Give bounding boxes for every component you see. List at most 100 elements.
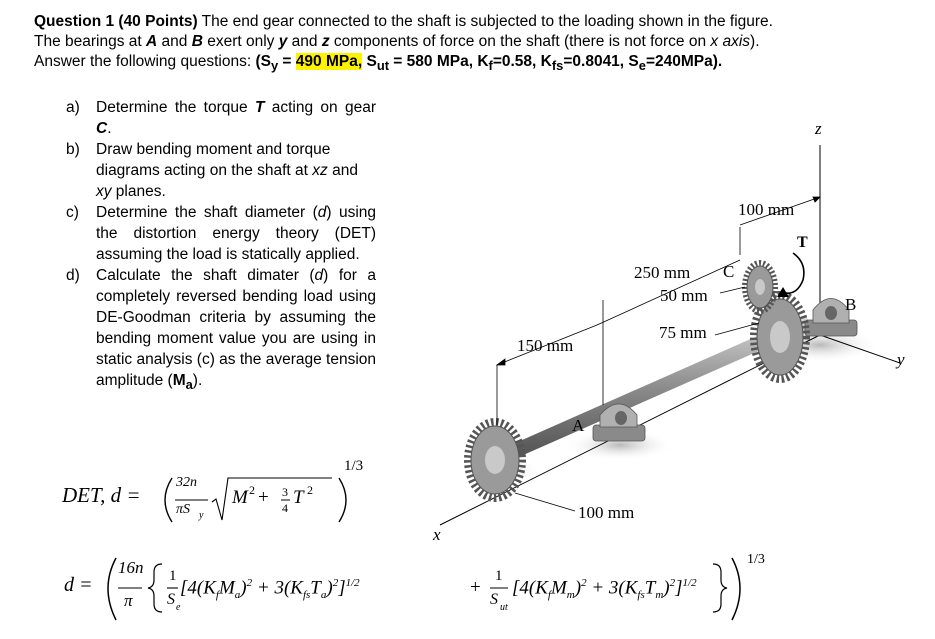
q-text: acting on gear (264, 99, 376, 116)
q-text: Determine the shaft diameter ( (96, 204, 318, 221)
t: f (547, 589, 551, 602)
det-lhs: DET, d = (62, 483, 141, 507)
header-text: Answer the following questions: (34, 53, 256, 70)
y-axis (819, 334, 901, 364)
sut-label: S (362, 53, 377, 70)
q-text: Calculate the shaft dimater ( (96, 267, 315, 284)
gm-one-1: 1 (169, 568, 177, 584)
torque-label: T (797, 234, 808, 251)
t: [4(K (180, 577, 216, 599)
t: m (566, 589, 575, 602)
shaft (495, 315, 813, 464)
q-text: T (254, 99, 265, 116)
gm-se: S (167, 591, 175, 608)
det-formula-glyphs (164, 477, 347, 523)
gm-plus: + (470, 577, 481, 598)
bearing-a-label: A (572, 416, 585, 435)
shaft-figure (439, 145, 901, 526)
bearing-b-bore (825, 306, 837, 320)
header-text: and (287, 33, 322, 50)
q-text: xy (96, 183, 112, 200)
t: ) (326, 577, 333, 599)
dim-75: 75 mm (659, 323, 707, 342)
sub: e (638, 58, 646, 74)
det-t-sq: 2 (307, 483, 313, 497)
t: 2 (332, 577, 339, 589)
det-num: 32n (176, 475, 197, 490)
t: M (550, 577, 567, 599)
t: ) (574, 577, 582, 599)
dim-100-bottom: 100 mm (578, 503, 635, 522)
det-den: πS (176, 502, 191, 517)
det-m: M (232, 487, 248, 508)
dimension-lines (495, 196, 821, 512)
q-text: ) for a completely reversed bending load… (96, 267, 377, 389)
header-text: The bearings at (34, 33, 147, 50)
y-label: y (897, 350, 905, 369)
header-text: The end gear connected to the shaft is s… (197, 13, 773, 30)
t: fs (302, 589, 311, 602)
sub: f (488, 58, 493, 74)
gm-num: 16n (118, 558, 144, 577)
props: =240MPa). (645, 53, 723, 70)
header-line-3: Answer the following questions: (Sy = 49… (34, 52, 924, 76)
question-b: b)Draw bending moment and torque diagram… (66, 139, 376, 202)
dim-150: 150 mm (517, 336, 574, 355)
dim-50: 50 mm (660, 286, 708, 305)
q-text: d (317, 204, 327, 221)
t: T (310, 577, 321, 599)
header-line-2: The bearings at A and B exert only y and… (34, 32, 924, 52)
question-d: d)Calculate the shaft dimater (d) for a … (66, 265, 376, 395)
t: T (644, 577, 656, 599)
det-exp: 1/3 (344, 458, 364, 474)
t: M (218, 577, 235, 599)
det-den-sub: y (199, 510, 204, 521)
goodman-glyphs (107, 557, 741, 621)
t: + 3(K (586, 577, 638, 599)
q-text: . (107, 120, 112, 137)
t: fs (637, 589, 645, 602)
sub: ut (376, 58, 389, 74)
t: m (655, 589, 664, 602)
t: ) (663, 577, 670, 599)
problem-header: Question 1 (40 Points) The end gear conn… (34, 12, 924, 76)
header-text: and (157, 33, 192, 50)
t: f (215, 589, 219, 602)
props: =0.58, K (492, 53, 552, 70)
gm-sut-sub: ut (500, 602, 508, 613)
q-text: M (172, 372, 186, 389)
item-label: a) (66, 99, 80, 116)
z-label: z (815, 119, 822, 138)
bearing-b-label: B (845, 295, 857, 314)
t: + 3(K (252, 577, 303, 599)
z-ref: z (321, 33, 330, 50)
dim-250: 250 mm (634, 263, 691, 282)
question-c: c)Determine the shaft diameter (d) using… (66, 202, 376, 265)
det-t: T (293, 487, 304, 508)
q-text: xz (312, 162, 328, 179)
sub: a (185, 377, 193, 393)
item-label: c) (66, 204, 79, 221)
gm-pi: π (124, 591, 133, 610)
header-text: exert only (202, 33, 279, 50)
gm-term-1: [4(KfMa)2 + 3(KfsTa)2]1/2 (180, 577, 360, 602)
t: a (320, 589, 327, 602)
header-text: components of force on the shaft (there … (329, 33, 711, 50)
gm-one-2: 1 (495, 568, 503, 584)
question-label: Question 1 (40 Points) (34, 13, 198, 30)
x-label: x (433, 525, 441, 544)
y-ref: y (278, 33, 288, 50)
q-text: Determine the torque (96, 99, 255, 116)
gm-exp: 1/3 (747, 552, 765, 567)
dim-100-top: 100 mm (738, 200, 795, 219)
t: a (234, 589, 241, 602)
sub: y (270, 58, 279, 74)
sub: fs (551, 58, 564, 74)
sy-value-highlight: 490 MPa, (295, 53, 363, 70)
q-text: and (327, 162, 358, 179)
t: 1/2 (682, 577, 697, 589)
end-gear (464, 418, 526, 502)
q-text: planes. (111, 183, 166, 200)
goodman-formula: d = 16n π 1 S e [4(KfMa)2 + 3(KfsTa)2]1/… (50, 550, 780, 630)
props: = 580 MPa, K (389, 53, 489, 70)
